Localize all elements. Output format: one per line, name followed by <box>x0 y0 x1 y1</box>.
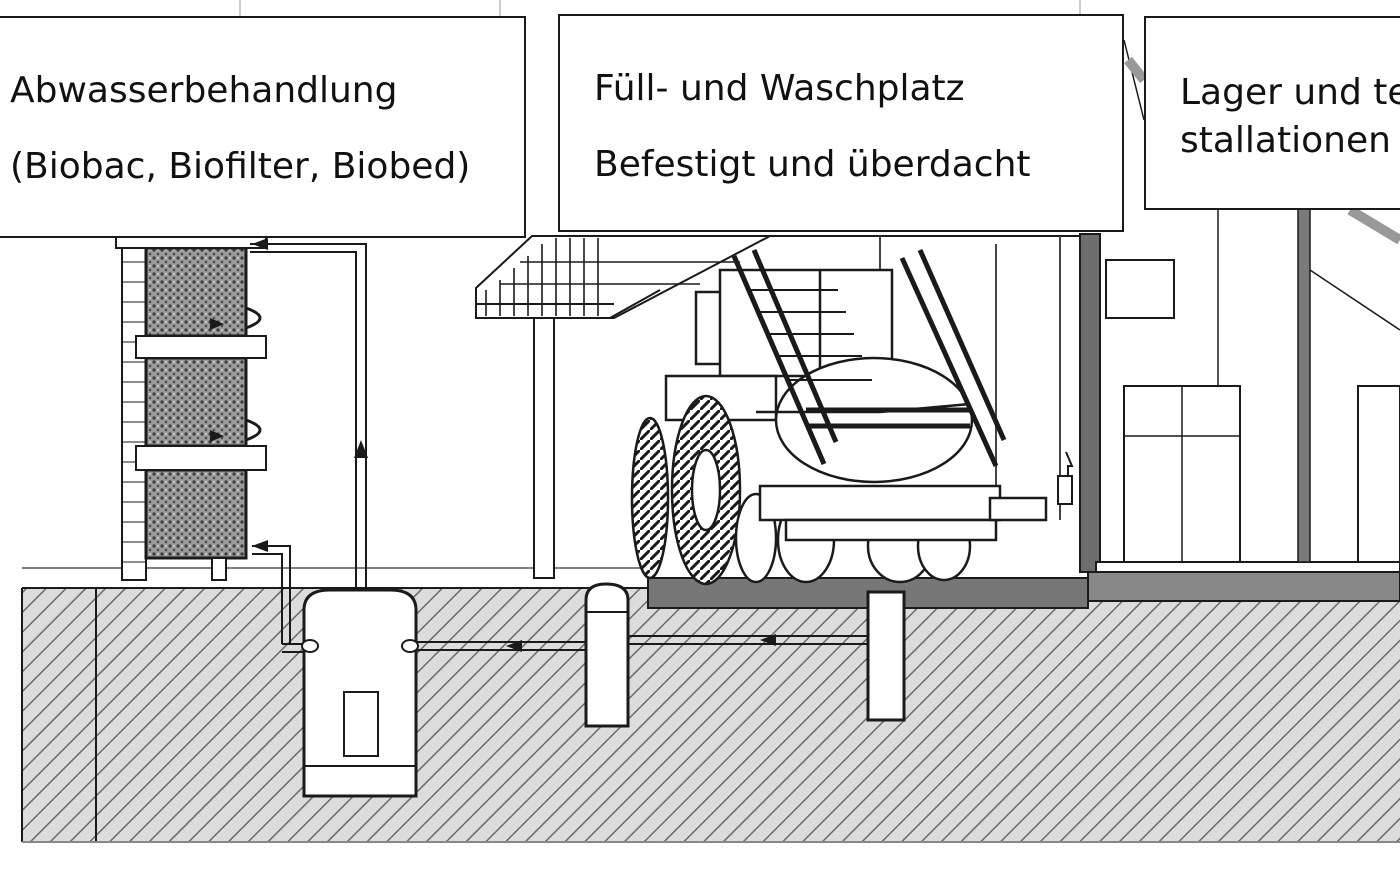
wall-tap-icon <box>1057 451 1074 505</box>
biofilter-stack <box>115 235 267 581</box>
label-wastewater-line2: (Biobac, Biofilter, Biobed) <box>10 146 471 187</box>
label-storage-installations: Lager und te stallationen <box>1144 16 1400 210</box>
canopy-roof <box>475 235 1088 579</box>
label-wastewater-line1: Abwasserbehandlung <box>10 70 398 111</box>
floor-drain <box>866 590 906 722</box>
background-frames <box>239 0 1081 16</box>
label-filling-line1: Füll- und Waschplatz <box>594 68 965 109</box>
spray-boom <box>731 248 1007 468</box>
label-storage-line1: Lager und te <box>1180 72 1400 113</box>
drain-pipes <box>250 243 868 653</box>
inspection-shaft <box>584 582 630 728</box>
label-wastewater-treatment: Abwasserbehandlung (Biobac, Biofilter, B… <box>0 16 526 238</box>
label-filling-washing-area: Füll- und Waschplatz Befestigt und überd… <box>558 14 1124 232</box>
storage-building <box>1079 39 1400 573</box>
flow-arrow-icon <box>210 238 776 652</box>
roof-beam <box>1124 56 1400 245</box>
label-storage-line2: stallationen <box>1180 120 1391 161</box>
collection-tank <box>301 588 419 798</box>
ground-cross-section <box>21 567 1400 843</box>
label-filling-line2: Befestigt und überdacht <box>594 144 1031 185</box>
